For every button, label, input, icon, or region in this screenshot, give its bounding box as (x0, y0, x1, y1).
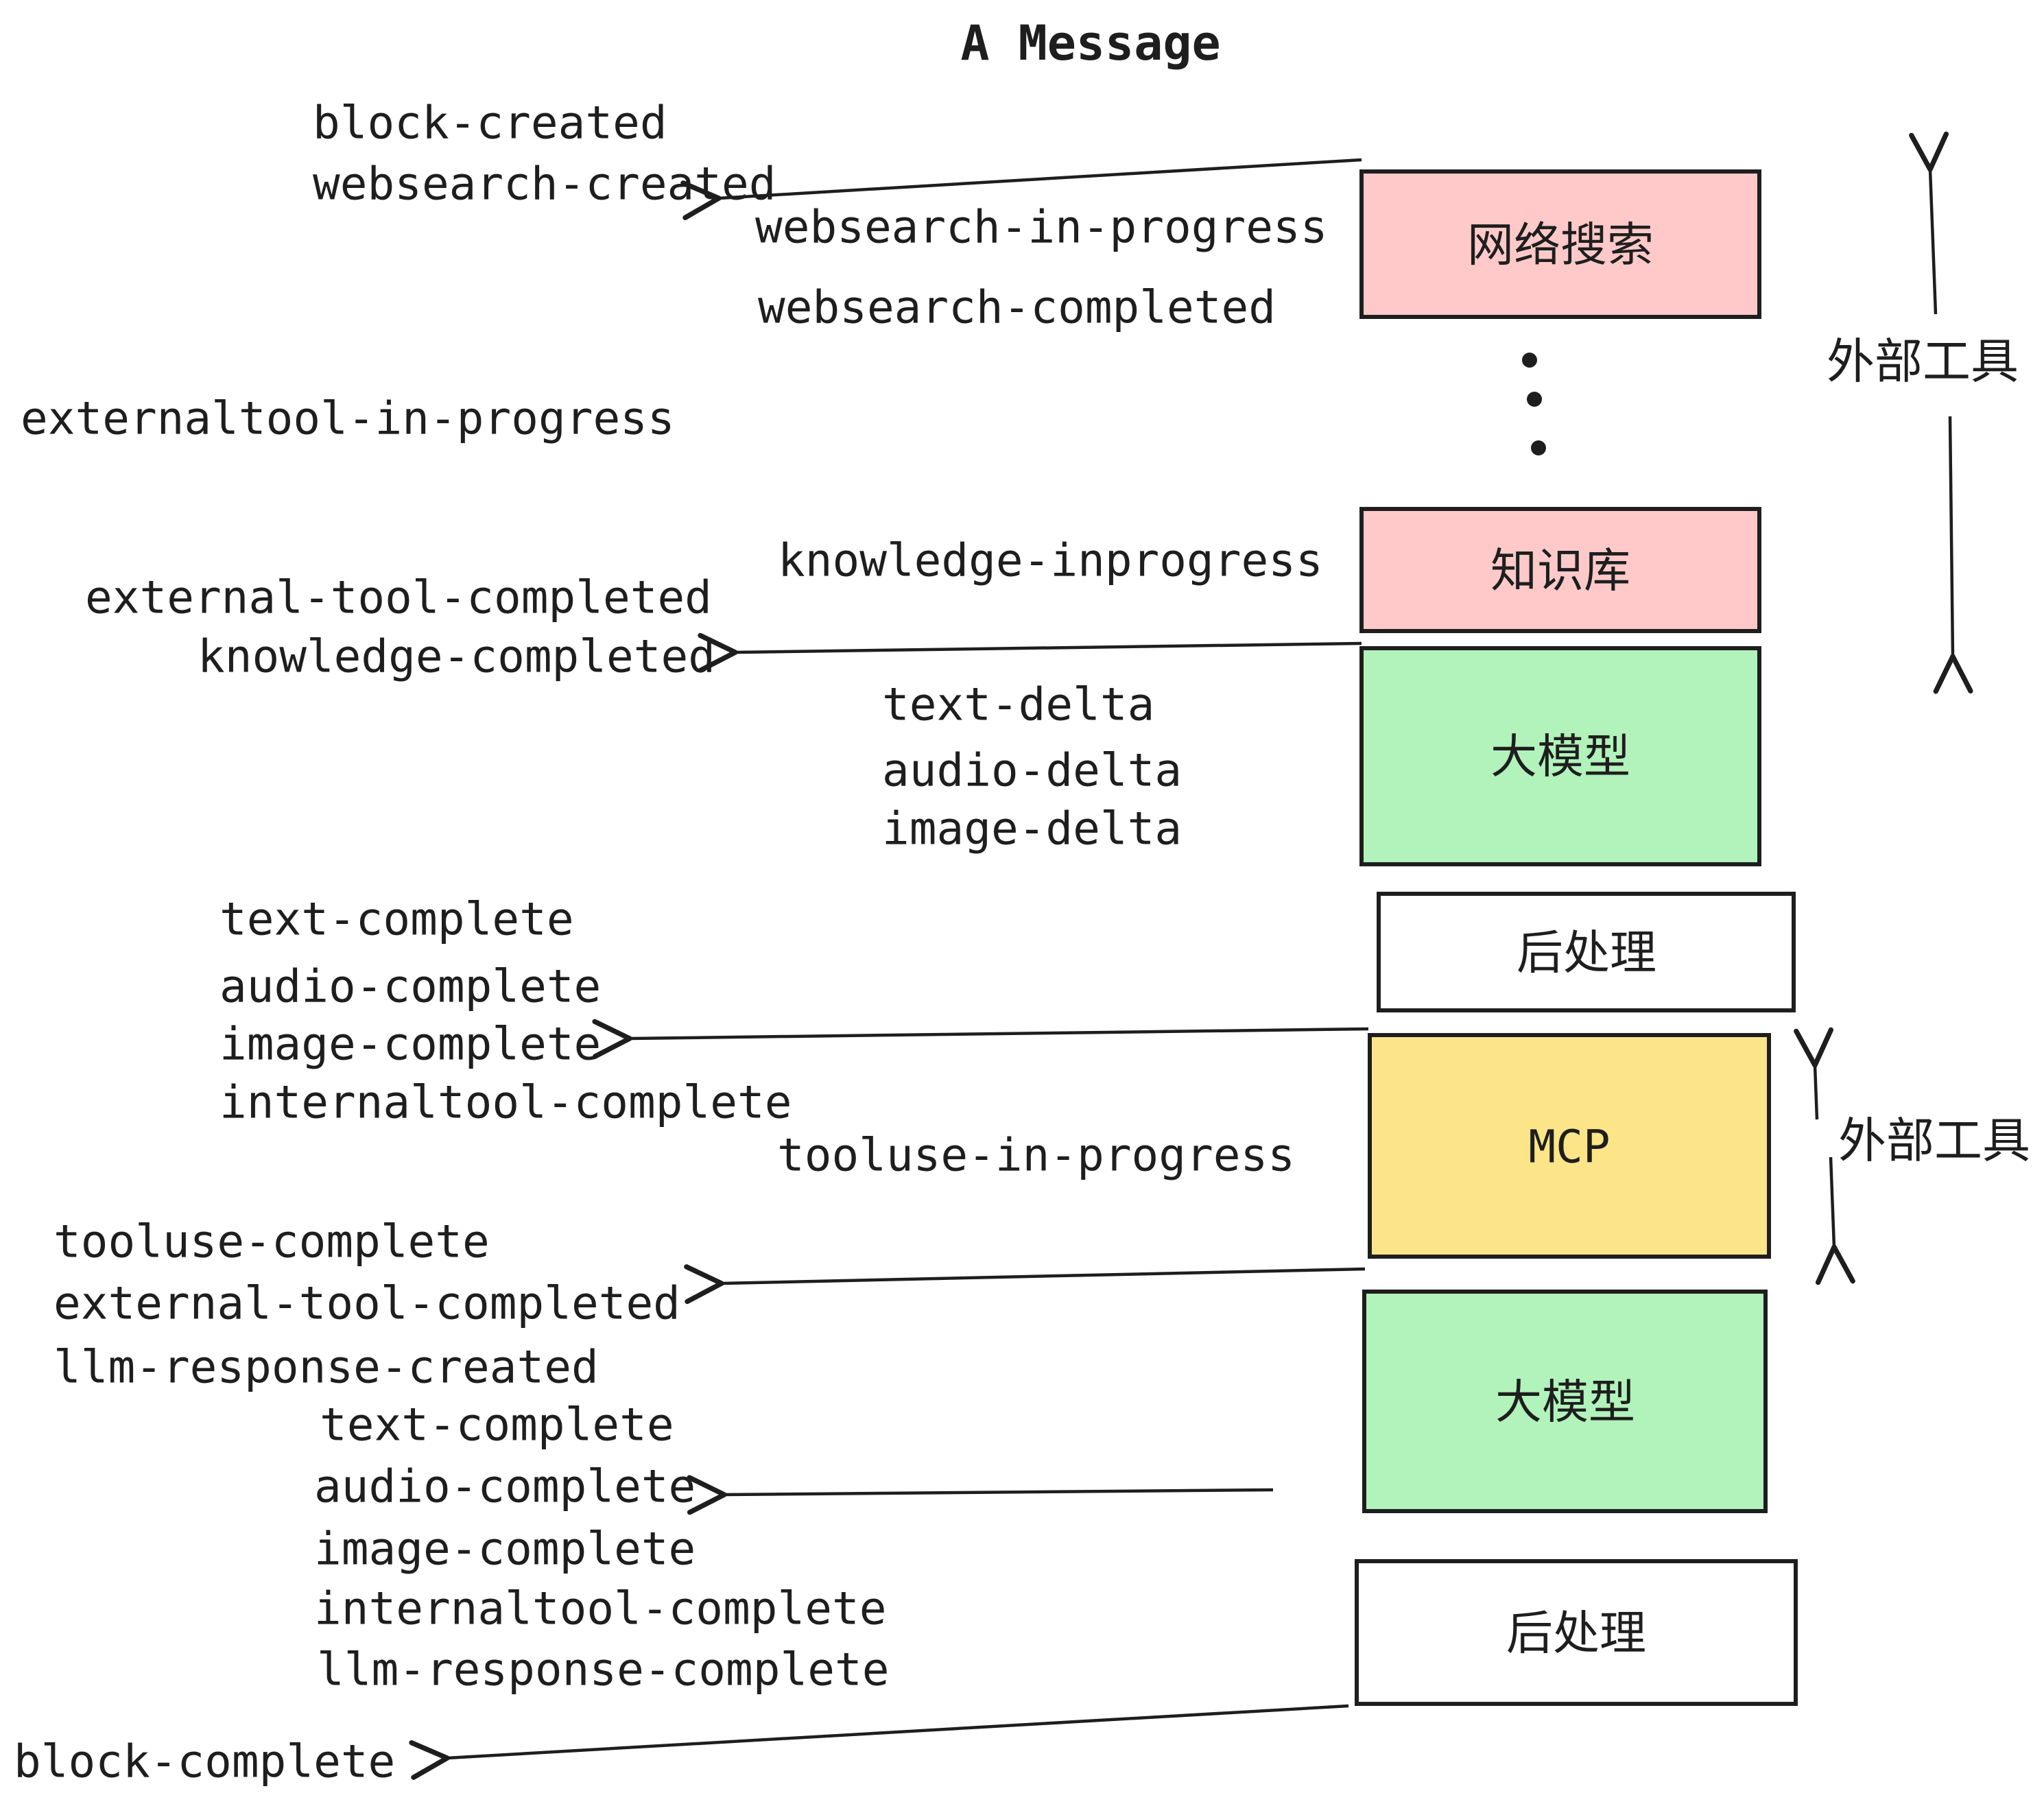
box-websearch (1359, 169, 1761, 319)
ellipsis-dot (1522, 353, 1537, 368)
event-internaltool-complete-2: internaltool-complete (314, 1582, 886, 1635)
arrow-knowledge-completed (698, 632, 1362, 673)
diagram-title: A Message (960, 15, 1220, 71)
event-llm-response-created: llm-response-created (54, 1341, 599, 1394)
event-external-tool-completed-2: external-tool-completed (54, 1277, 680, 1330)
box-post-2-label: 后处理 (1506, 1607, 1646, 1661)
box-websearch-label: 网络搜索 (1467, 219, 1654, 273)
box-llm-1 (1359, 646, 1761, 866)
event-external-tool-completed-1: external-tool-completed (85, 571, 712, 624)
arrow-external-tool-down-2 (1815, 1156, 1855, 1285)
event-websearch-created: websearch-created (313, 158, 776, 211)
box-mcp (1368, 1033, 1771, 1259)
event-tooluse-complete: tooluse-complete (54, 1215, 490, 1268)
arrow-tooluse-complete (684, 1264, 1366, 1305)
arrow-audio-complete (687, 1475, 1274, 1515)
box-mcp-label: MCP (1528, 1121, 1610, 1174)
event-image-complete-1: image-complete (219, 1018, 601, 1071)
event-internaltool-complete-1: internaltool-complete (219, 1076, 792, 1129)
box-post-1 (1377, 892, 1796, 1012)
event-audio-complete-2: audio-complete (314, 1460, 696, 1513)
ellipsis-dot (1527, 392, 1542, 407)
event-image-delta-1: image-delta (882, 803, 1182, 855)
box-knowledge (1359, 507, 1761, 633)
arrow-websearch-created (680, 158, 1362, 220)
box-llm-1-label: 大模型 (1490, 731, 1630, 785)
event-text-delta-1: text-delta (882, 678, 1154, 731)
event-knowledge-inprogress: knowledge-inprogress (778, 534, 1323, 587)
box-post-2 (1355, 1559, 1798, 1706)
arrow-external-tool-up-1 (1909, 131, 1949, 315)
ellipsis-dot (1531, 440, 1546, 455)
event-llm-response-complete: llm-response-complete (317, 1643, 889, 1696)
event-websearch-completed: websearch-completed (758, 281, 1276, 334)
external-tools-label-1: 外部工具 (1827, 333, 2019, 390)
arrow-block-complete (409, 1704, 1349, 1780)
event-audio-complete-1: audio-complete (219, 960, 601, 1013)
external-tools-label-2: 外部工具 (1838, 1113, 2030, 1169)
event-knowledge-completed: knowledge-completed (198, 630, 715, 683)
box-llm-2-label: 大模型 (1495, 1376, 1635, 1430)
event-image-complete-2: image-complete (314, 1523, 696, 1576)
event-block-complete: block-complete (14, 1735, 395, 1788)
arrow-external-tool-down-1 (1933, 416, 1973, 694)
event-externaltool-in-progress: externaltool-in-progress (21, 392, 675, 445)
box-llm-2 (1362, 1290, 1768, 1513)
event-text-complete-2: text-complete (320, 1399, 674, 1451)
arrow-external-tool-up-2 (1794, 1027, 1834, 1120)
event-websearch-in-progress: websearch-in-progress (755, 201, 1327, 254)
arrow-image-complete (592, 1019, 1369, 1059)
box-post-1-label: 后处理 (1517, 927, 1656, 981)
event-tooluse-in-progress: tooluse-in-progress (777, 1129, 1295, 1182)
event-audio-delta-1: audio-delta (882, 744, 1182, 797)
event-block-created: block-created (313, 97, 667, 150)
box-knowledge-label: 知识库 (1490, 545, 1630, 599)
event-text-complete-1: text-complete (219, 893, 574, 946)
